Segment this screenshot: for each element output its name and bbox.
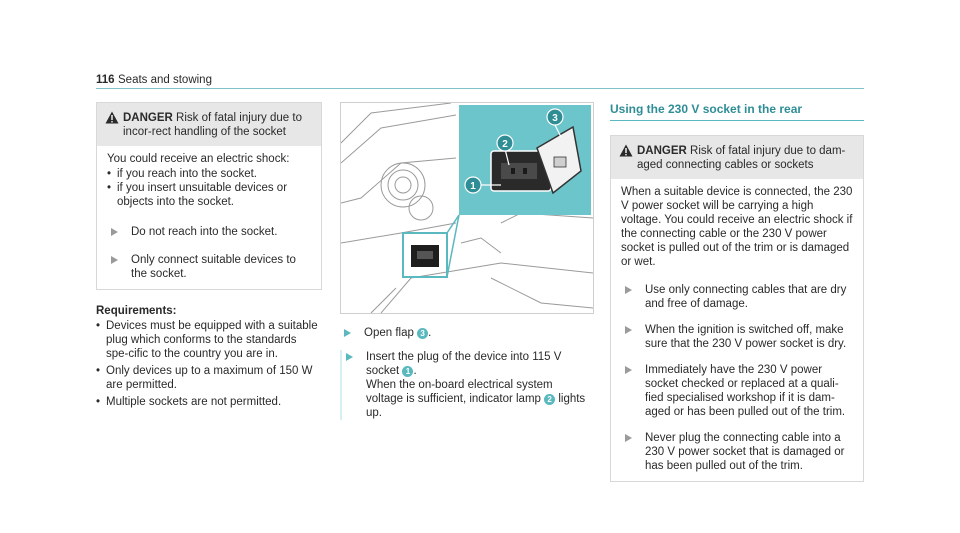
instruction-step: Do not reach into the socket. bbox=[107, 225, 311, 239]
instruction-step: Use only connecting cables that are dry … bbox=[621, 283, 853, 311]
requirements-title: Requirements: bbox=[96, 305, 177, 317]
danger-body: You could receive an electric shock: if … bbox=[97, 146, 321, 289]
callout-badge: 3 bbox=[417, 328, 429, 339]
danger-title: Risk of fatal injury due to incor-rect h… bbox=[123, 112, 302, 138]
socket-drawing: 1 2 3 bbox=[341, 103, 593, 313]
step-arrow-icon bbox=[111, 256, 118, 264]
list-item: if you insert unsuitable devices or obje… bbox=[107, 181, 311, 209]
list-item: Devices must be equipped with a suitable… bbox=[96, 319, 322, 361]
instruction-step: Immediately have the 230 V power socket … bbox=[621, 363, 853, 419]
danger-body: When a suitable device is connected, the… bbox=[611, 179, 863, 481]
step-arrow-icon bbox=[111, 228, 118, 236]
danger-box: DANGER Risk of fatal injury due to incor… bbox=[96, 102, 322, 290]
requirements: Requirements: Devices must be equipped w… bbox=[96, 304, 322, 409]
instruction-step: Insert the plug of the device into 115 V… bbox=[340, 350, 592, 420]
callout-badge: 2 bbox=[544, 394, 556, 405]
callout-2: 2 bbox=[502, 139, 508, 150]
step-arrow-icon bbox=[346, 353, 353, 361]
danger-text: When a suitable device is connected, the… bbox=[621, 186, 853, 268]
list-item: Only devices up to a maximum of 150 W ar… bbox=[96, 364, 322, 392]
list-item: if you reach into the socket. bbox=[107, 167, 311, 181]
middle-column: 1 2 3 Open flap 3. Insert the plug of th… bbox=[340, 102, 594, 420]
list-item: Multiple sockets are not permitted. bbox=[96, 395, 322, 409]
instruction-step: When the ignition is switched off, make … bbox=[621, 323, 853, 351]
danger-bullets: if you reach into the socket. if you ins… bbox=[107, 167, 311, 209]
warning-triangle-icon bbox=[105, 111, 119, 124]
right-column: Using the 230 V socket in the rear DANGE… bbox=[610, 102, 864, 482]
callout-markers: 1 2 3 bbox=[464, 108, 564, 194]
danger-label: DANGER bbox=[123, 112, 173, 124]
instruction-step: Never plug the connecting cable into a 2… bbox=[621, 431, 853, 473]
callout-3: 3 bbox=[552, 113, 558, 124]
section-title: Using the 230 V socket in the rear bbox=[610, 102, 864, 121]
danger-intro: You could receive an electric shock: bbox=[107, 153, 290, 165]
danger-box: DANGER Risk of fatal injury due to dam-a… bbox=[610, 135, 864, 482]
callout-1: 1 bbox=[470, 181, 476, 192]
page-title: Seats and stowing bbox=[118, 74, 212, 86]
callout-badge: 1 bbox=[402, 366, 414, 377]
left-column: DANGER Risk of fatal injury due to incor… bbox=[96, 102, 322, 409]
danger-label: DANGER bbox=[637, 145, 687, 157]
instruction-step: Open flap 3. bbox=[340, 326, 592, 340]
requirements-list: Devices must be equipped with a suitable… bbox=[96, 319, 322, 409]
header-rule bbox=[96, 88, 864, 89]
warning-triangle-icon bbox=[619, 144, 633, 157]
step-arrow-icon bbox=[625, 434, 632, 442]
page-number: 116 bbox=[96, 74, 115, 86]
danger-title: Risk of fatal injury due to dam-aged con… bbox=[637, 145, 846, 171]
step-arrow-icon bbox=[625, 286, 632, 294]
step-arrow-icon bbox=[625, 366, 632, 374]
danger-header: DANGER Risk of fatal injury due to incor… bbox=[97, 103, 321, 146]
socket-illustration: 1 2 3 bbox=[340, 102, 594, 314]
danger-header: DANGER Risk of fatal injury due to dam-a… bbox=[611, 136, 863, 179]
step-arrow-icon bbox=[344, 329, 351, 337]
instruction-step: Only connect suitable devices to the soc… bbox=[107, 253, 311, 281]
step-arrow-icon bbox=[625, 326, 632, 334]
